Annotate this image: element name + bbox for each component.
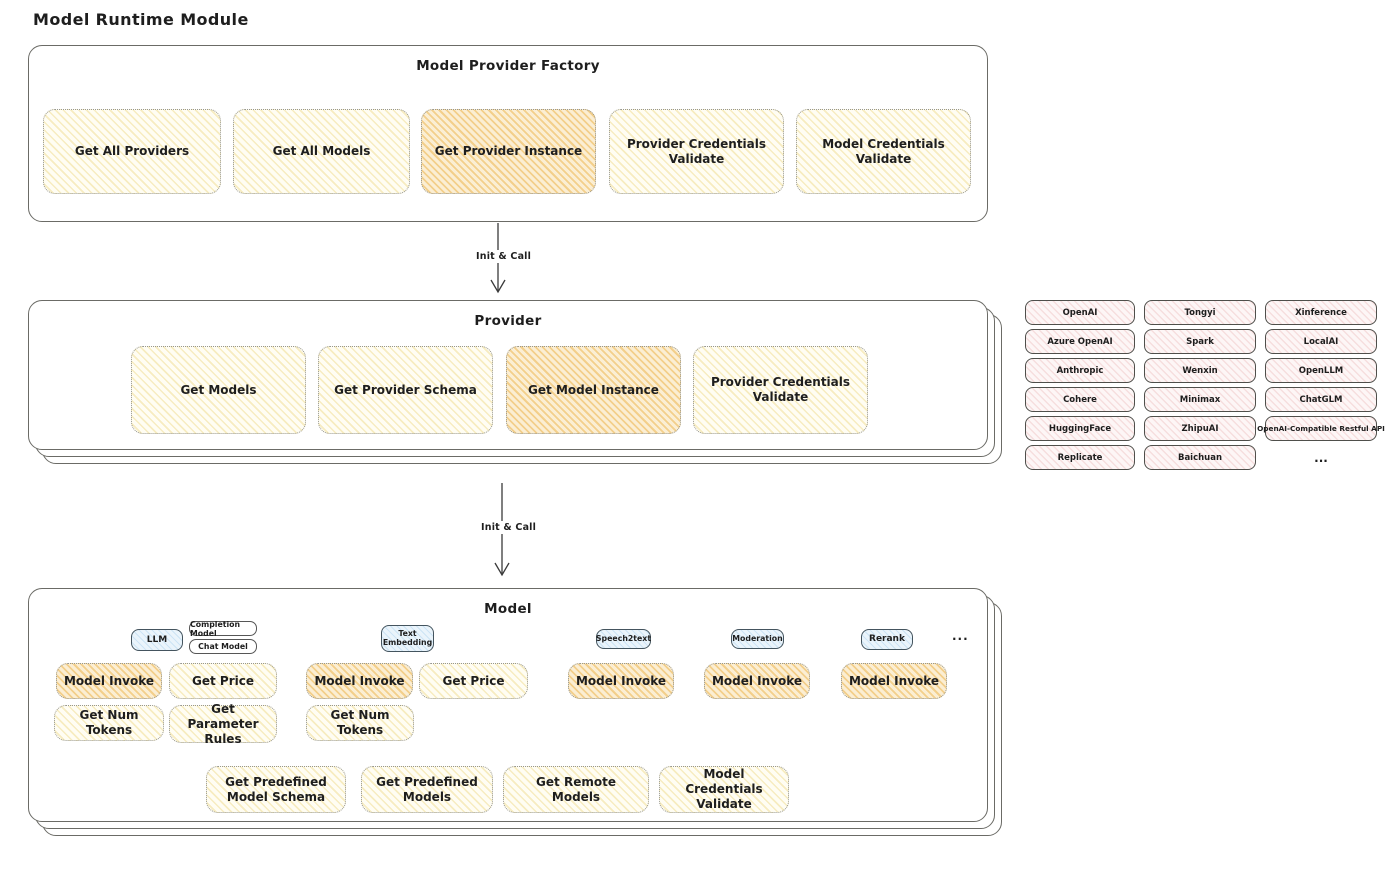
tag-chat-model: Chat Model [189,639,257,654]
provider-get-model-instance-box: Get Model Instance [506,346,681,434]
factory-get-provider-instance-box: Get Provider Instance [421,109,596,194]
get-remote-models-box: Get Remote Models [503,766,649,813]
tag-llm: LLM [131,629,183,651]
llm-model-invoke-box: Model Invoke [56,663,162,699]
text-embedding-get-price-box: Get Price [419,663,528,699]
model-panel: Model LLM Completion Model Chat Model Te… [28,588,988,822]
factory-get-all-providers-box: Get All Providers [43,109,221,194]
provider-chip-localai: LocalAI [1265,329,1377,354]
factory-model-credentials-validate-box: Model Credentials Validate [796,109,971,194]
provider-chip-openllm: OpenLLM [1265,358,1377,383]
tag-completion-model: Completion Model [189,620,257,638]
provider-chip-cohere: Cohere [1025,387,1135,412]
provider-chip-zhipuai: ZhipuAI [1144,416,1256,441]
factory-panel: Model Provider Factory Get All Providers… [28,45,988,222]
llm-get-price-box: Get Price [169,663,277,699]
arrow1-label: Init & Call [471,250,537,263]
llm-get-num-tokens-box: Get Num Tokens [54,705,164,741]
llm-get-parameter-rules-box: Get Parameter Rules [169,702,277,746]
provider-chip-azure-openai: Azure OpenAI [1025,329,1135,354]
factory-get-all-models-box: Get All Models [233,109,410,194]
provider-chip-openai-compatible-restful-api: OpenAI-Compatible Restful API [1257,416,1385,441]
provider-chip-xinference: Xinference [1265,300,1377,325]
provider-get-models-box: Get Models [131,346,306,434]
tag-rerank: Rerank [861,629,913,650]
provider-list: OpenAI Tongyi Xinference Azure OpenAI Sp… [1025,300,1385,470]
provider-get-provider-schema-box: Get Provider Schema [318,346,493,434]
rerank-model-invoke-box: Model Invoke [841,663,947,699]
arrow2-label: Init & Call [476,521,542,534]
factory-title: Model Provider Factory [416,58,600,74]
provider-chip-openai: OpenAI [1025,300,1135,325]
tag-speech2text: Speech2text [596,629,651,649]
text-embedding-model-invoke-box: Model Invoke [306,663,413,699]
speech2text-model-invoke-box: Model Invoke [568,663,674,699]
provider-chip-spark: Spark [1144,329,1256,354]
provider-chip-more: ... [1314,450,1328,465]
provider-chip-chatglm: ChatGLM [1265,387,1377,412]
provider-title: Provider [474,313,542,329]
provider-chip-wenxin: Wenxin [1144,358,1256,383]
text-embedding-get-num-tokens-box: Get Num Tokens [306,705,414,741]
provider-chip-huggingface: HuggingFace [1025,416,1135,441]
provider-provider-credentials-validate-box: Provider Credentials Validate [693,346,868,434]
tag-moderation: Moderation [731,629,784,649]
provider-chip-baichuan: Baichuan [1144,445,1256,470]
provider-panel: Provider Get Models Get Provider Schema … [28,300,988,450]
tag-more: ... [952,629,969,643]
tag-text-embedding: Text Embedding [381,625,434,652]
provider-chip-minimax: Minimax [1144,387,1256,412]
model-title: Model [484,601,532,617]
factory-provider-credentials-validate-box: Provider Credentials Validate [609,109,784,194]
provider-chip-replicate: Replicate [1025,445,1135,470]
provider-chip-tongyi: Tongyi [1144,300,1256,325]
provider-chip-anthropic: Anthropic [1025,358,1135,383]
moderation-model-invoke-box: Model Invoke [704,663,810,699]
diagram-title: Model Runtime Module [33,10,249,29]
model-credentials-validate-box: Model Credentials Validate [659,766,789,813]
get-predefined-models-box: Get Predefined Models [361,766,493,813]
get-predefined-model-schema-box: Get Predefined Model Schema [206,766,346,813]
